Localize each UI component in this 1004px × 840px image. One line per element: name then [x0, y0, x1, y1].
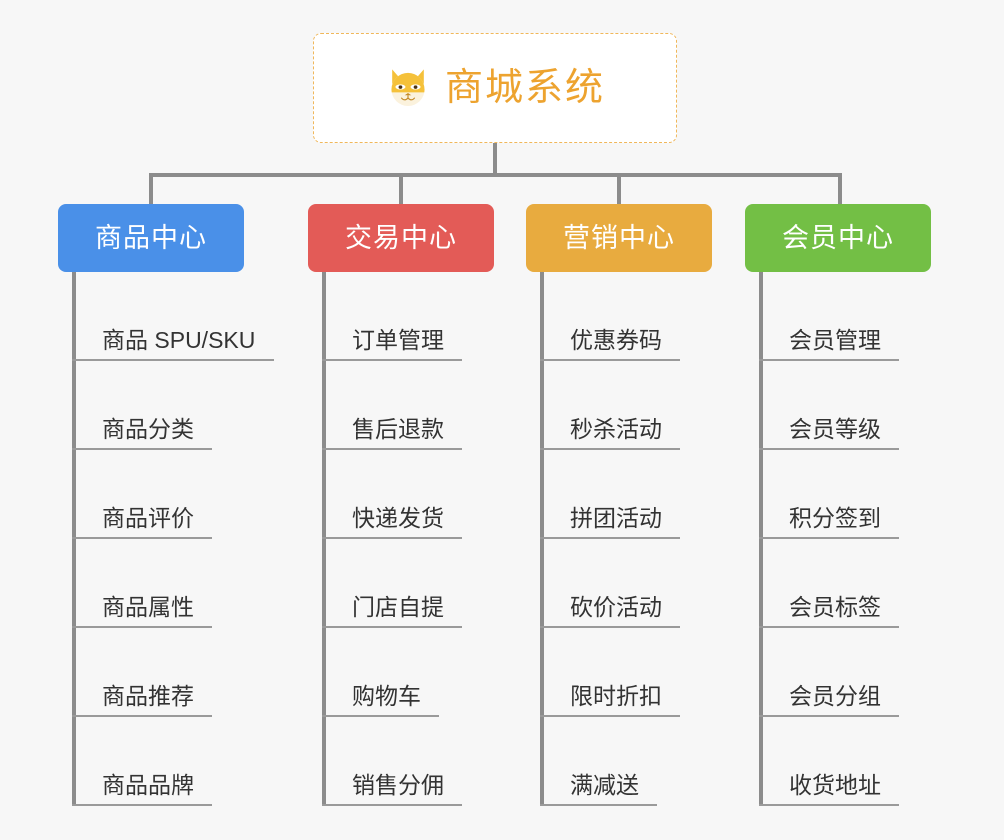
leaf-label: 商品评价	[102, 504, 194, 531]
category-box-3[interactable]: 营销中心	[526, 204, 712, 272]
list-item[interactable]: 商品分类	[72, 361, 212, 450]
leaf-label: 收货地址	[789, 771, 881, 798]
list-item[interactable]: 商品评价	[72, 450, 212, 539]
leaf-label: 商品属性	[102, 593, 194, 620]
category-label-4: 会员中心	[782, 222, 894, 253]
leaf-label: 快递发货	[352, 504, 444, 531]
category-box-1[interactable]: 商品中心	[58, 204, 244, 272]
leaf-label: 订单管理	[352, 326, 444, 353]
shiba-dog-icon	[385, 65, 431, 111]
leaf-label: 满减送	[570, 771, 639, 798]
list-item[interactable]: 会员标签	[759, 539, 899, 628]
list-item[interactable]: 秒杀活动	[540, 361, 680, 450]
leaf-list-1: 商品 SPU/SKU 商品分类 商品评价 商品属性 商品推荐 商品品牌	[72, 272, 274, 806]
leaf-list-3: 优惠券码 秒杀活动 拼团活动 砍价活动 限时折扣 满减送	[540, 272, 680, 806]
leaf-list-4: 会员管理 会员等级 积分签到 会员标签 会员分组 收货地址	[759, 272, 899, 806]
root-node[interactable]: 商城系统	[313, 33, 677, 143]
connector-drop-3	[617, 173, 621, 206]
category-label-3: 营销中心	[563, 222, 675, 253]
leaf-list-2: 订单管理 售后退款 快递发货 门店自提 购物车 销售分佣	[322, 272, 462, 806]
leaf-label: 售后退款	[352, 415, 444, 442]
leaf-label: 限时折扣	[570, 682, 662, 709]
list-item[interactable]: 砍价活动	[540, 539, 680, 628]
leaf-label: 会员分组	[789, 682, 881, 709]
connector-drop-2	[399, 173, 403, 206]
list-item[interactable]: 满减送	[540, 717, 657, 806]
list-item[interactable]: 销售分佣	[322, 717, 462, 806]
list-item[interactable]: 会员管理	[759, 272, 899, 361]
list-item[interactable]: 拼团活动	[540, 450, 680, 539]
leaf-label: 积分签到	[789, 504, 881, 531]
leaf-label: 会员等级	[789, 415, 881, 442]
leaf-rail-2	[322, 272, 326, 806]
leaf-label: 会员管理	[789, 326, 881, 353]
list-item[interactable]: 收货地址	[759, 717, 899, 806]
list-item[interactable]: 限时折扣	[540, 628, 680, 717]
category-box-4[interactable]: 会员中心	[745, 204, 931, 272]
leaf-label: 拼团活动	[570, 504, 662, 531]
leaf-label: 商品 SPU/SKU	[102, 326, 256, 353]
connector-root-trunk	[493, 143, 497, 175]
leaf-label: 商品推荐	[102, 682, 194, 709]
leaf-label: 商品分类	[102, 415, 194, 442]
connector-horizontal-bus	[149, 173, 842, 177]
list-item[interactable]: 门店自提	[322, 539, 462, 628]
list-item[interactable]: 售后退款	[322, 361, 462, 450]
connector-drop-4	[838, 173, 842, 206]
list-item[interactable]: 快递发货	[322, 450, 462, 539]
category-label-1: 商品中心	[95, 222, 207, 253]
connector-drop-1	[149, 173, 153, 206]
category-box-2[interactable]: 交易中心	[308, 204, 494, 272]
leaf-label: 会员标签	[789, 593, 881, 620]
leaf-label: 砍价活动	[570, 593, 662, 620]
list-item[interactable]: 商品属性	[72, 539, 212, 628]
leaf-rail-1	[72, 272, 76, 806]
leaf-label: 购物车	[352, 682, 421, 709]
list-item[interactable]: 购物车	[322, 628, 439, 717]
list-item[interactable]: 订单管理	[322, 272, 462, 361]
root-label: 商城系统	[444, 67, 605, 109]
leaf-label: 门店自提	[352, 593, 444, 620]
list-item[interactable]: 优惠券码	[540, 272, 680, 361]
list-item[interactable]: 会员分组	[759, 628, 899, 717]
leaf-rail-4	[759, 272, 763, 806]
list-item[interactable]: 积分签到	[759, 450, 899, 539]
category-label-2: 交易中心	[345, 222, 457, 253]
list-item[interactable]: 商品 SPU/SKU	[72, 272, 274, 361]
list-item[interactable]: 商品推荐	[72, 628, 212, 717]
list-item[interactable]: 会员等级	[759, 361, 899, 450]
list-item[interactable]: 商品品牌	[72, 717, 212, 806]
leaf-label: 秒杀活动	[570, 415, 662, 442]
leaf-label: 销售分佣	[352, 771, 444, 798]
leaf-label: 商品品牌	[102, 771, 194, 798]
leaf-rail-3	[540, 272, 544, 806]
leaf-label: 优惠券码	[570, 326, 662, 353]
